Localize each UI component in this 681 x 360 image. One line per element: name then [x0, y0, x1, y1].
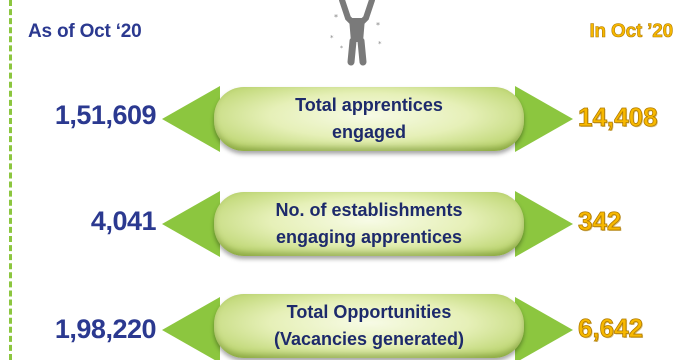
label-line-2: engaging apprentices	[275, 227, 463, 247]
label-line-2: (Vacancies generated)	[273, 329, 465, 349]
header-in-oct-20: In Oct ’20	[589, 21, 673, 43]
stat-label-pill: Total apprentices engaged	[214, 87, 524, 151]
svg-text:*: *	[376, 21, 380, 30]
right-arrow-shape	[515, 297, 573, 360]
stat-label-pill: Total Opportunities (Vacancies generated…	[214, 294, 524, 358]
right-value: 342	[578, 206, 622, 237]
person-celebrating-icon: * * * * *	[330, 0, 382, 66]
svg-text:*: *	[334, 13, 338, 22]
stat-row-opportunities: 1,98,220 Total Opportunities (Vacancies …	[0, 289, 681, 360]
left-arrow-shape	[162, 86, 220, 152]
left-arrow-shape	[162, 297, 220, 360]
label-line-2: engaged	[331, 122, 406, 142]
stat-label-pill: No. of establishments engaging apprentic…	[214, 192, 524, 256]
label-line-1: No. of establishments	[275, 200, 463, 220]
label-line-1: Total Opportunities	[286, 302, 452, 322]
right-value: 14,408	[578, 102, 658, 133]
stat-row-apprentices: 1,51,609 Total apprentices engaged 14,40…	[0, 82, 681, 156]
svg-text:*: *	[378, 40, 382, 48]
left-value: 1,98,220	[54, 314, 157, 344]
left-arrow-shape	[162, 191, 220, 257]
left-value: 4,041	[90, 206, 157, 236]
left-value: 1,51,609	[54, 100, 157, 130]
svg-text:*: *	[330, 34, 334, 42]
right-arrow-shape	[515, 191, 573, 257]
stat-row-establishments: 4,041 No. of establishments engaging app…	[0, 186, 681, 260]
dashed-border	[9, 0, 12, 360]
label-line-1: Total apprentices	[295, 95, 443, 115]
right-arrow-shape	[515, 86, 573, 152]
header-as-of-oct-20: As of Oct ‘20	[28, 21, 142, 42]
right-value: 6,642	[578, 313, 644, 344]
svg-text:*: *	[340, 45, 343, 52]
